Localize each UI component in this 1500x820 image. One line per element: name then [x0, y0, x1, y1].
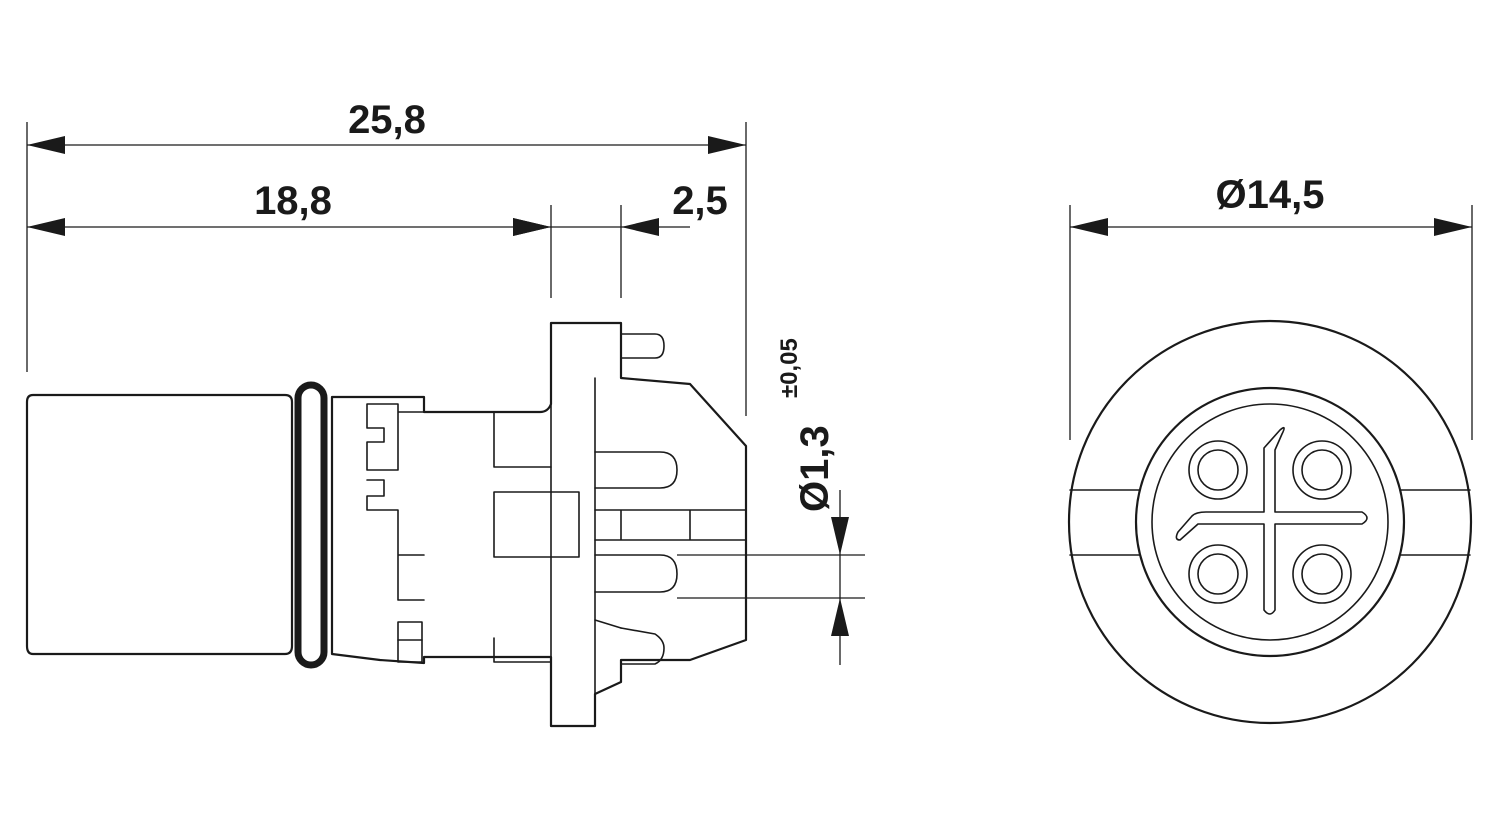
o-ring: [294, 381, 328, 669]
connector-cap: [25, 393, 294, 656]
housing-center-block: [493, 491, 580, 558]
threaded-body: [330, 321, 748, 728]
socket-lower: [594, 554, 678, 593]
outer-flat-right: [1399, 489, 1471, 556]
outer-circle: [1067, 319, 1473, 725]
contact-hole-1: [1188, 440, 1248, 500]
housing-block-lower: [493, 637, 552, 663]
pin-hole-tolerance-label: ±0,05: [776, 338, 803, 398]
side-view: 25,8 18,8 2,5: [25, 98, 865, 728]
contact-hole-3: [1188, 544, 1248, 604]
outer-flat-left: [1069, 489, 1141, 556]
coupling-ring: [1134, 386, 1406, 658]
dimension-pin-hole: Ø1,3 ±0,05: [677, 338, 865, 665]
housing-block-upper: [493, 411, 552, 468]
pin-upper: [620, 333, 665, 359]
pin-lower: [620, 627, 665, 665]
socket-middle: [594, 509, 747, 541]
flange-offset-label: 2,5: [672, 179, 728, 223]
latch-clip: [397, 621, 423, 663]
latch-lower: [366, 479, 425, 601]
insert-face: [1151, 403, 1389, 641]
dimension-flange-offset: 2,5: [513, 179, 728, 236]
outer-diameter-label: Ø14,5: [1216, 173, 1325, 217]
flange-plate: [550, 322, 596, 727]
front-view: Ø14,5: [1067, 173, 1473, 725]
socket-upper: [594, 451, 678, 489]
overall-length-label: 25,8: [348, 98, 426, 142]
dimension-overall-length: 25,8: [27, 98, 746, 154]
dimension-outer-diameter: Ø14,5: [1070, 173, 1472, 236]
dimension-body-length: 18,8: [27, 179, 551, 236]
pin-hole-diameter-label: Ø1,3: [793, 425, 837, 512]
latch-upper: [366, 403, 425, 471]
body-length-label: 18,8: [254, 179, 332, 223]
coding-key: [1175, 426, 1368, 615]
contact-hole-4: [1292, 544, 1352, 604]
contact-hole-2: [1292, 440, 1352, 500]
contact-holes: [1188, 440, 1352, 604]
